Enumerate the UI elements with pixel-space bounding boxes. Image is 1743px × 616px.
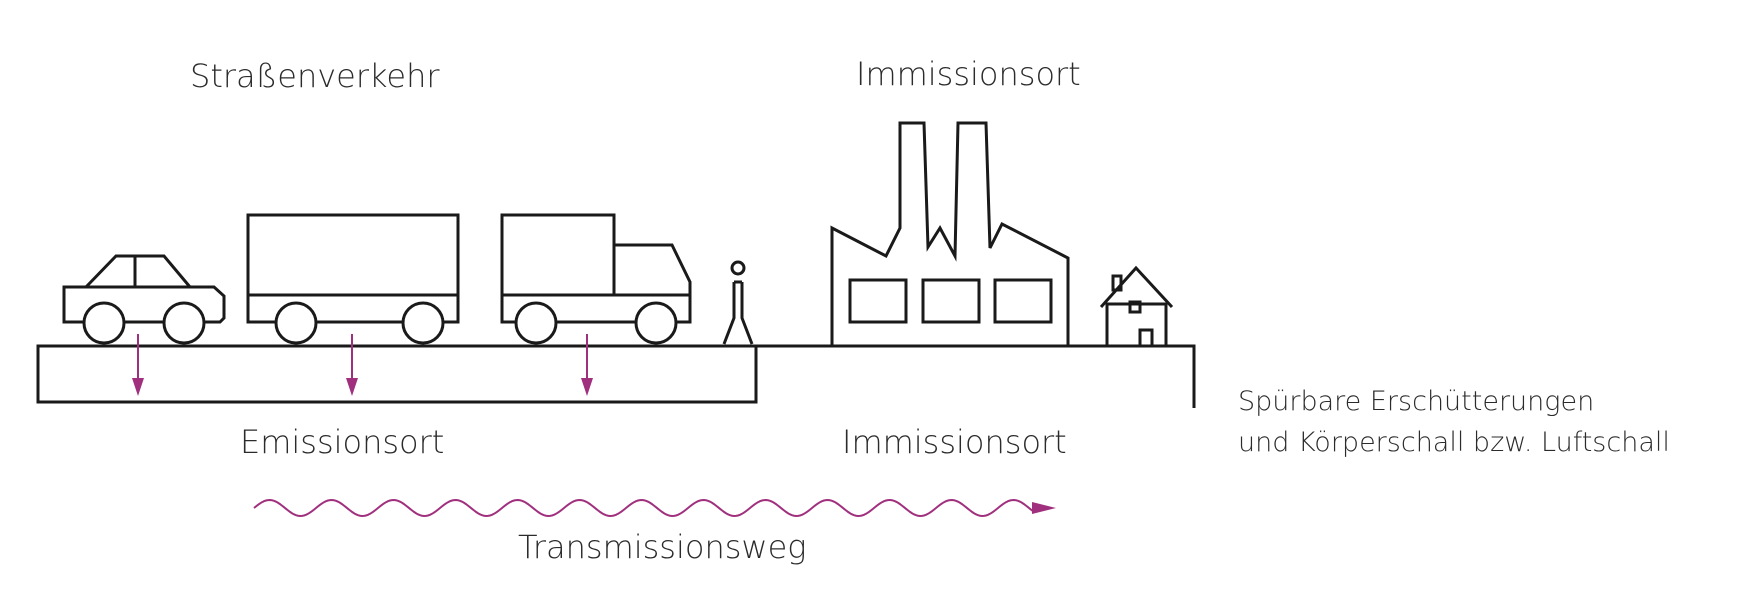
label-strassenverkehr: Straßenverkehr (190, 57, 440, 95)
truck-icon (500, 213, 692, 345)
transmission-wave-arrow (253, 499, 1056, 517)
house-icon (1099, 265, 1174, 348)
road-slab (36, 344, 758, 404)
label-effects-line2: und Körperschall bzw. Luftschall (1238, 427, 1670, 458)
label-effects-line1: Spürbare Erschütterungen (1238, 386, 1595, 417)
emission-arrow-car (132, 334, 144, 396)
truck-trailer-icon (246, 213, 460, 345)
label-emissionsort: Emissionsort (240, 423, 445, 461)
person-icon (722, 260, 754, 345)
ground-line (756, 344, 1196, 408)
label-immissionsort-top: Immissionsort (856, 55, 1081, 93)
emission-arrow-truck-trailer (346, 334, 358, 396)
label-transmissionsweg: Transmissionsweg (518, 528, 807, 566)
label-immissionsort-bottom: Immissionsort (842, 423, 1067, 461)
factory-icon (830, 121, 1070, 346)
emission-arrow-truck (581, 334, 593, 396)
car-icon (62, 254, 226, 345)
